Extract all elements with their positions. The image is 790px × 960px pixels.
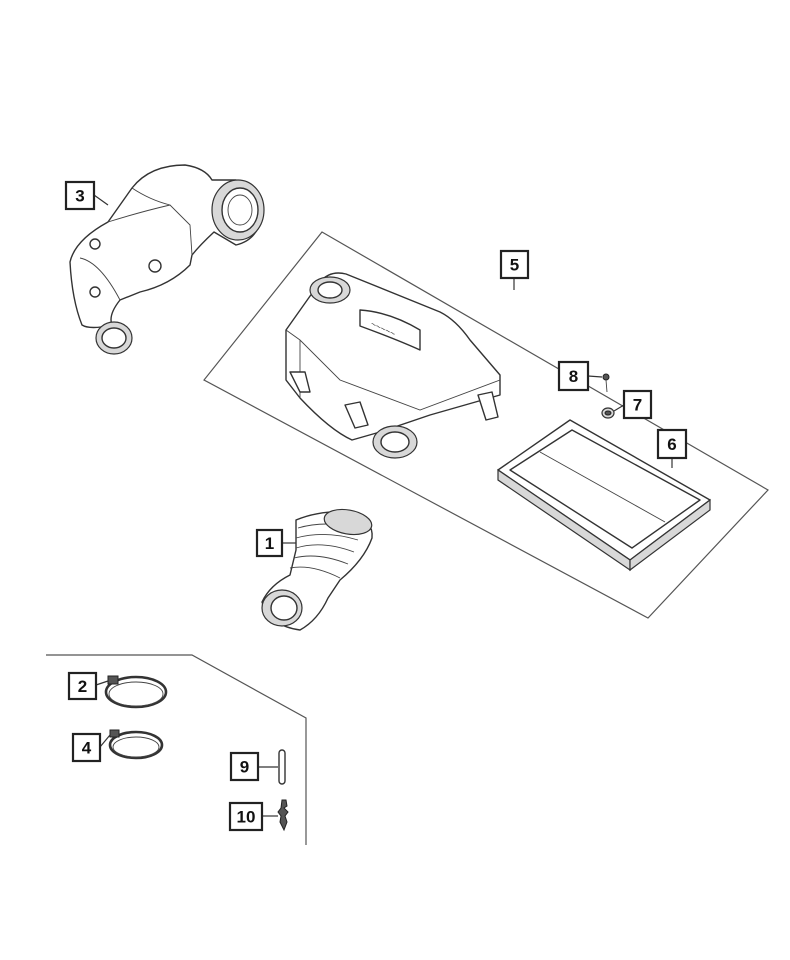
callout-10: 10 [228,801,264,832]
callout-8: 8 [557,360,590,392]
air-intake-hose [261,508,373,631]
air-cleaner-housing: ~~~~~ [285,272,501,459]
callout-1-label: 1 [265,534,274,553]
air-filter-element [497,419,711,572]
air-inlet-duct [69,164,265,355]
callout-4-label: 4 [82,739,92,758]
hose-clamp-large [104,675,168,709]
callout-4: 4 [71,732,102,763]
callout-8-label: 8 [569,367,578,386]
callout-7: 7 [622,389,653,420]
pin [278,749,286,785]
callout-10-label: 10 [237,808,256,827]
callouts: 1 2 3 4 5 6 7 8 [64,180,688,832]
hose-clamp-small [108,729,164,760]
callout-2: 2 [67,671,98,701]
callout-5-label: 5 [510,256,519,275]
leader-lines [93,194,673,817]
callout-5: 5 [499,249,530,280]
push-clip [277,799,289,832]
callout-6: 6 [656,428,688,460]
callout-7-label: 7 [633,396,642,415]
hardware-group-outline [46,654,307,845]
callout-3: 3 [64,180,96,211]
callout-9-label: 9 [240,758,249,777]
callout-3-label: 3 [75,187,84,206]
callout-6-label: 6 [667,435,676,454]
callout-1: 1 [255,528,284,558]
callout-9: 9 [229,751,260,782]
assembly-group-outline [203,231,769,619]
callout-2-label: 2 [78,677,87,696]
screw [602,373,610,393]
grommet [601,407,615,419]
